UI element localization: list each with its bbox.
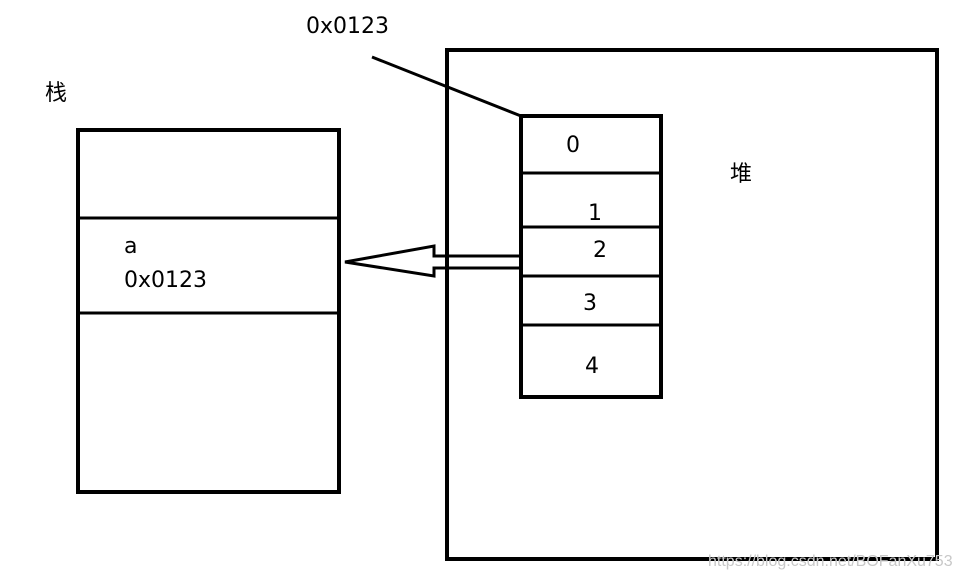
array-cell-1: 1 (588, 201, 602, 226)
reference-arrow (344, 244, 523, 278)
watermark: https://blog.csdn.net/BOFanXu753 (708, 553, 953, 570)
heap-label: 堆 (730, 162, 752, 187)
address-pointer-line (371, 55, 522, 118)
heap-address-label: 0x0123 (306, 14, 389, 39)
stack-label: 栈 (45, 81, 67, 106)
array-cell-0: 0 (566, 133, 580, 158)
stack-variable-value: 0x0123 (124, 268, 207, 293)
array-cell-3: 3 (583, 291, 597, 316)
stack-variable-name: a (124, 234, 137, 259)
array-cell-2: 2 (593, 238, 607, 263)
heap-box (445, 48, 939, 561)
array-cell-4: 4 (585, 354, 599, 379)
stack-box (76, 128, 341, 494)
